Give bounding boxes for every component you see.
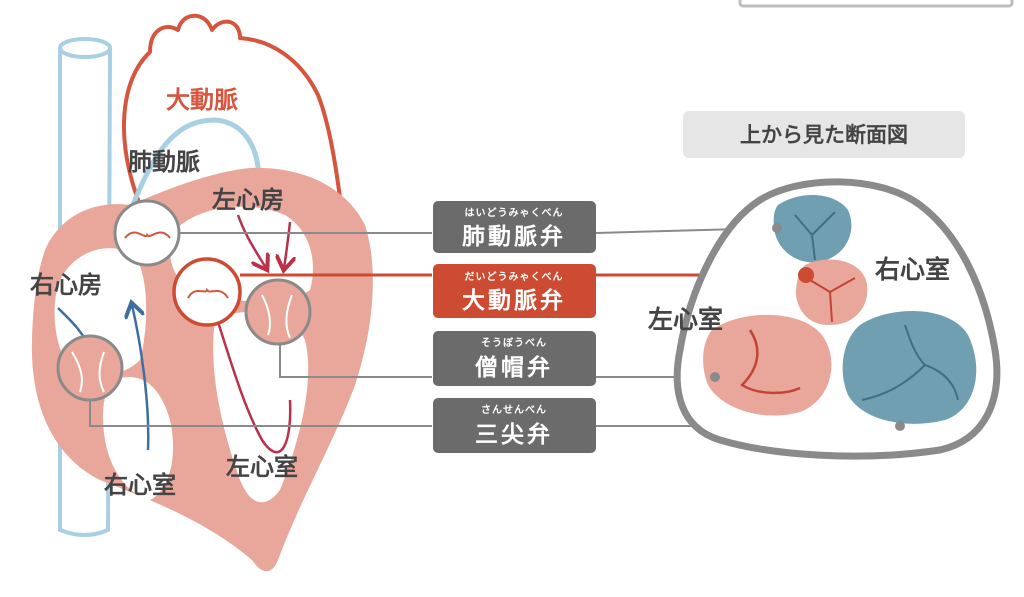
- cs-mitral-valve-line: [740, 329, 801, 395]
- pulmonary-artery: [122, 117, 262, 226]
- mitral-valve-leaflets: [261, 294, 293, 339]
- valve-box-mitral: [433, 331, 596, 386]
- cs-label-right-ventricle: 右心室: [875, 255, 950, 284]
- cs-tricuspid-valve: [842, 311, 977, 424]
- connector-tricuspid: [89, 400, 432, 427]
- pulmonary-valve-leaflets: [124, 231, 171, 239]
- vena-cava-top: [58, 37, 112, 59]
- valve-ruby-aortic: だいどうみゃくべん: [465, 270, 564, 283]
- valve-name-aortic: 大動脈弁: [462, 287, 566, 314]
- label-left-ventricle: 左心室: [226, 453, 298, 481]
- cs-pulmonary-valve: [773, 194, 852, 263]
- label-right-ventricle: 右心室: [104, 471, 176, 499]
- cs-tricuspid-dot: [895, 421, 905, 431]
- valve-label-pulmonary: はいどうみゃくべん 肺動脈弁: [433, 201, 596, 253]
- right-ventricle-chamber: [102, 376, 174, 500]
- cross-section-title-box: [683, 111, 965, 158]
- cs-aortic-dot: [798, 267, 814, 283]
- cs-aortic-valve-lines: [809, 277, 856, 323]
- label-right-atrium: 右心房: [30, 271, 102, 299]
- cs-mitral-valve: [703, 314, 832, 416]
- aortic-valve-circle: [172, 257, 242, 327]
- valve-label-tricuspid: さんせんべん 三尖弁: [433, 398, 596, 453]
- tricuspid-valve-leaflets: [71, 351, 105, 393]
- label-aorta: 大動脈: [166, 86, 238, 114]
- label-left-atrium: 左心房: [212, 186, 284, 214]
- cs-mitral-dot: [710, 372, 720, 382]
- corner-frame: [738, 0, 1014, 8]
- heart-illustration: [31, 13, 373, 572]
- valve-box-aortic: [433, 264, 596, 318]
- cs-label-left-ventricle: 左心室: [648, 305, 723, 334]
- cross-section: [673, 178, 1001, 460]
- valve-name-tricuspid: 三尖弁: [475, 421, 553, 448]
- cs-pulmonary-valve-lines: [794, 211, 836, 261]
- valve-label-mitral: そうぼうべん 僧帽弁: [433, 331, 596, 386]
- valve-ruby-tricuspid: さんせんべん: [481, 404, 547, 416]
- cs-tricuspid-valve-lines: [861, 324, 959, 401]
- pulmonary-valve-circle: [113, 199, 181, 267]
- valve-name-mitral: 僧帽弁: [475, 354, 553, 381]
- connector-mitral: [279, 344, 432, 378]
- cross-section-title: 上から見た断面図: [740, 123, 908, 147]
- red-flow-arrow-1: [236, 214, 266, 268]
- valve-box-pulmonary: [433, 201, 596, 253]
- red-flow-arrow-3: [208, 292, 292, 454]
- mitral-valve-circle: [244, 278, 312, 346]
- valve-name-pulmonary: 肺動脈弁: [462, 223, 566, 250]
- blue-flow-arrow-up: [132, 305, 150, 451]
- label-pulmonary-artery: 肺動脈: [128, 148, 200, 176]
- cs-pulmonary-dot: [772, 223, 782, 233]
- tricuspid-valve-circle: [56, 334, 124, 402]
- left-ventricle-chamber: [213, 311, 309, 503]
- valve-ruby-pulmonary: はいどうみゃくべん: [465, 206, 564, 219]
- valve-label-aortic: だいどうみゃくべん 大動脈弁: [433, 264, 596, 318]
- aortic-valve-leaflets: [187, 287, 229, 299]
- valve-ruby-mitral: そうぼうべん: [481, 336, 547, 349]
- red-flow-arrow-2: [284, 221, 290, 268]
- valve-box-tricuspid: [433, 398, 596, 453]
